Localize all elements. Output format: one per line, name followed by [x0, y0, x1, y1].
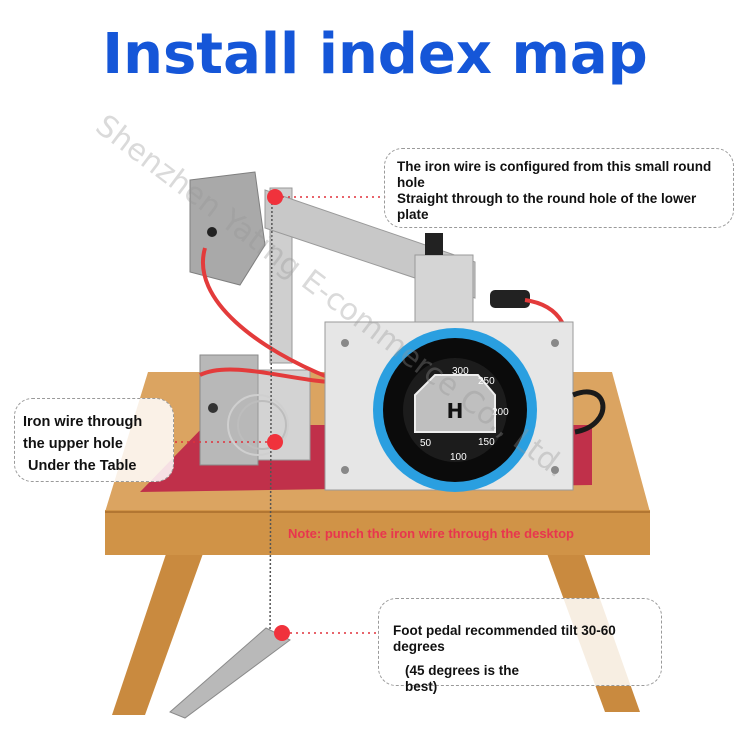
callout-bottom-line-1: Foot pedal recommended tilt 30-60 degree… — [393, 623, 616, 654]
dial-mark: 100 — [450, 452, 467, 463]
dial-mark: 200 — [492, 407, 509, 418]
callout-bottom: Foot pedal recommended tilt 30-60 degree… — [378, 598, 662, 694]
note-text: Note: punch the iron wire through the de… — [288, 526, 574, 541]
marker-dot-bottom — [274, 625, 290, 641]
dial-mark: 250 — [478, 376, 495, 387]
foot-pedal — [169, 627, 291, 719]
table-leg-left — [112, 548, 205, 715]
red-wire-upper — [201, 247, 331, 380]
callout-left-line-3: Under the Table — [28, 458, 137, 474]
callout-left-line-1: Iron wire through — [23, 414, 143, 430]
callout-bottom-line-3: best) — [405, 679, 438, 694]
dial-mark: 50 — [420, 438, 432, 449]
dial-mark: 300 — [452, 366, 469, 377]
table-front-edge — [105, 510, 650, 555]
marker-dot-middle — [267, 434, 283, 450]
svg-text:H: H — [447, 399, 464, 423]
upper-block — [189, 171, 266, 286]
marker-dot-top — [267, 189, 283, 205]
dial-knob — [414, 374, 496, 433]
page-title: Install index map — [102, 22, 648, 87]
callout-top-line-4: plate — [397, 207, 429, 222]
callout-top-line-2: hole — [397, 175, 425, 190]
callout-top-line-1: The iron wire is configured from this sm… — [397, 159, 712, 174]
callout-left: Iron wire through the upper hole Under t… — [14, 398, 174, 482]
callout-top-line-3: Straight through to the round hole of th… — [397, 191, 697, 206]
dial-mark: 150 — [478, 437, 495, 448]
callout-top: The iron wire is configured from this sm… — [384, 148, 734, 228]
callout-left-line-2: the upper hole — [23, 436, 123, 452]
callout-bottom-line-2: (45 degrees is the — [405, 663, 520, 678]
